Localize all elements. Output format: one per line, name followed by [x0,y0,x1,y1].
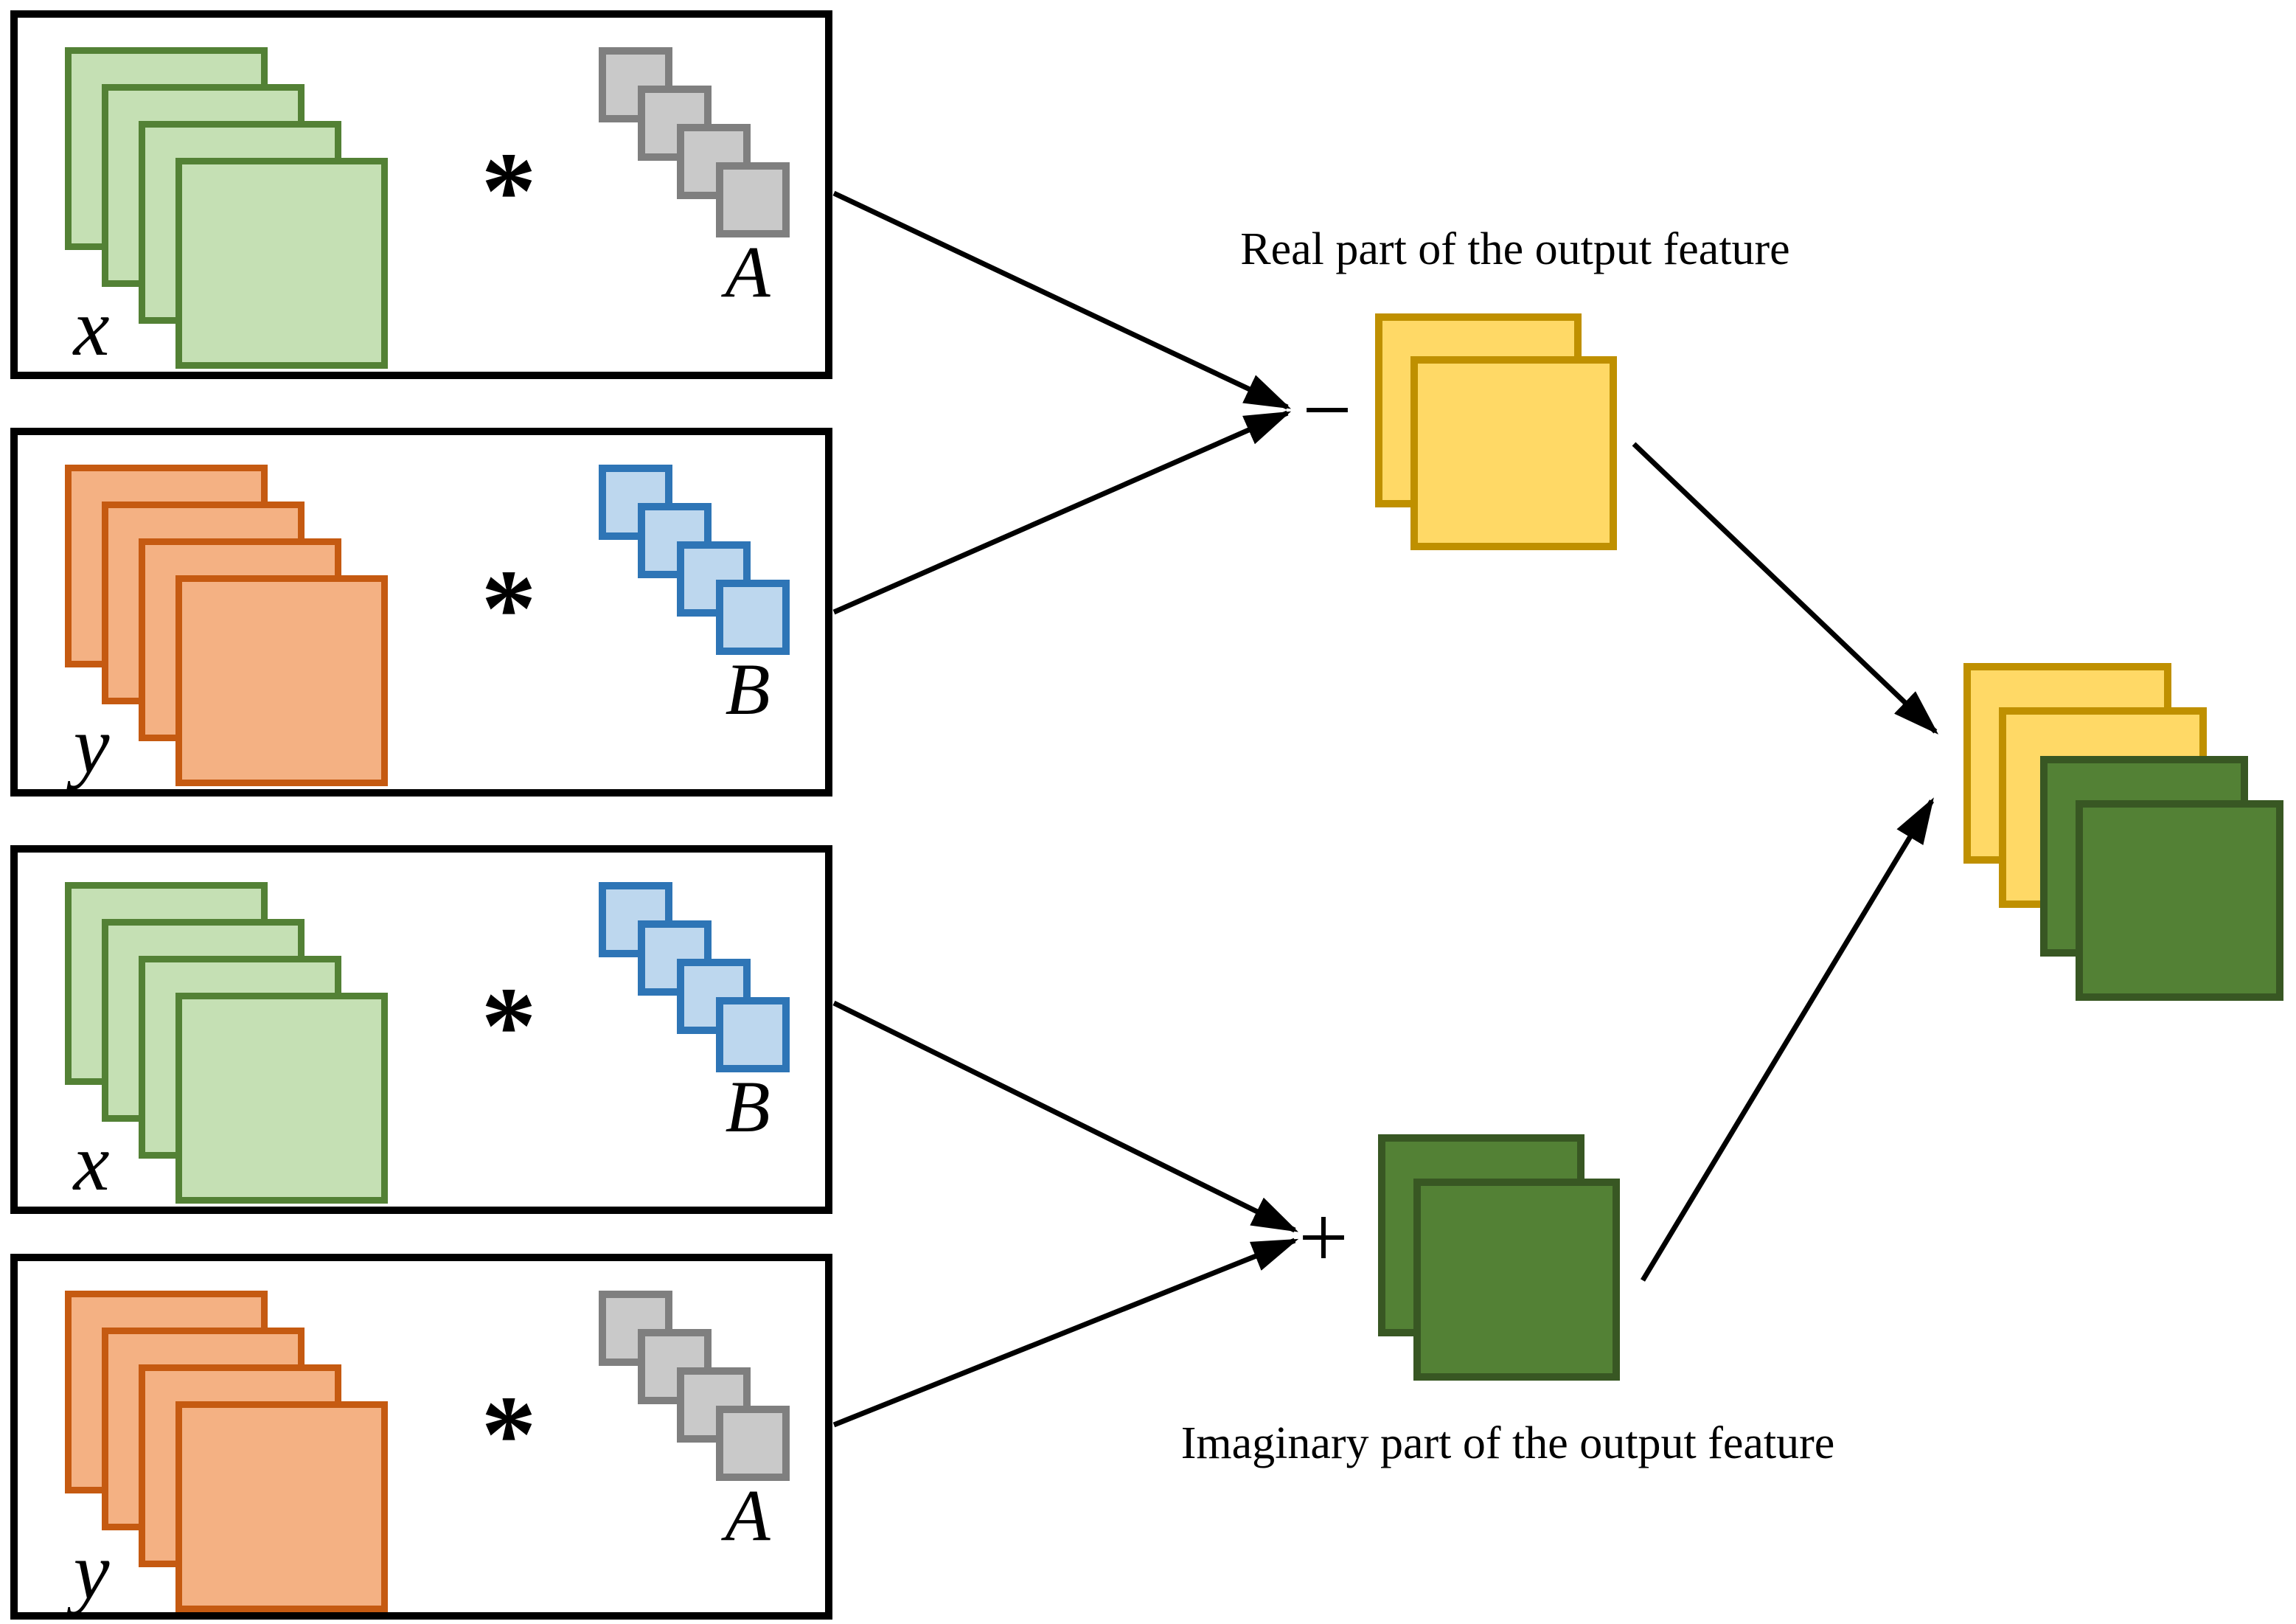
term-box-x-conv-B: x * B [10,845,832,1214]
term-box-y-conv-B: y * B [10,428,832,797]
input-feature-map [175,1401,388,1612]
input-feature-map [175,993,388,1204]
kernel-square [599,882,672,957]
input-label: y [73,700,110,790]
input-feature-map [175,575,388,786]
kernel-label: A [725,231,770,313]
real-output-map [1410,356,1617,550]
term-box-x-conv-A: x * A [10,10,832,379]
kernel-square [677,1367,751,1443]
imaginary-part-caption: Imaginary part of the output feature [1180,1417,1835,1468]
convolution-operator: * [481,1373,537,1496]
kernel-square [599,47,672,122]
imaginary-output-map [1413,1179,1620,1381]
arrow-real-to-output [1632,442,1939,735]
plus-sign: + [1298,1188,1349,1286]
minus-sign: − [1302,361,1352,459]
real-part-caption: Real part of the output feature [1240,223,1790,274]
kernel-square [716,1406,790,1481]
convolution-operator: * [481,965,537,1087]
kernel-square [716,162,790,237]
arrow-xA-to-real [832,190,1292,410]
arrow-xB-to-imaginary [832,1000,1299,1233]
kernel-label: B [725,1066,770,1148]
kernel-square [716,997,790,1072]
term-box-y-conv-A: y * A [10,1254,832,1620]
arrow-imaginary-to-output [1641,797,1934,1282]
input-label: x [73,282,110,372]
final-output-map [2076,800,2283,1001]
arrow-yA-to-imaginary [832,1238,1299,1428]
kernel-square [638,503,712,578]
input-feature-map [175,158,388,369]
kernel-square [599,1291,672,1366]
kernel-label: A [725,1474,770,1556]
kernel-square [599,465,672,540]
input-label: x [73,1117,110,1207]
kernel-label: B [725,648,770,730]
arrow-yB-to-real [832,410,1292,615]
convolution-operator: * [481,547,537,670]
convolution-operator: * [481,130,537,252]
input-label: y [73,1526,110,1616]
kernel-square [716,580,790,655]
